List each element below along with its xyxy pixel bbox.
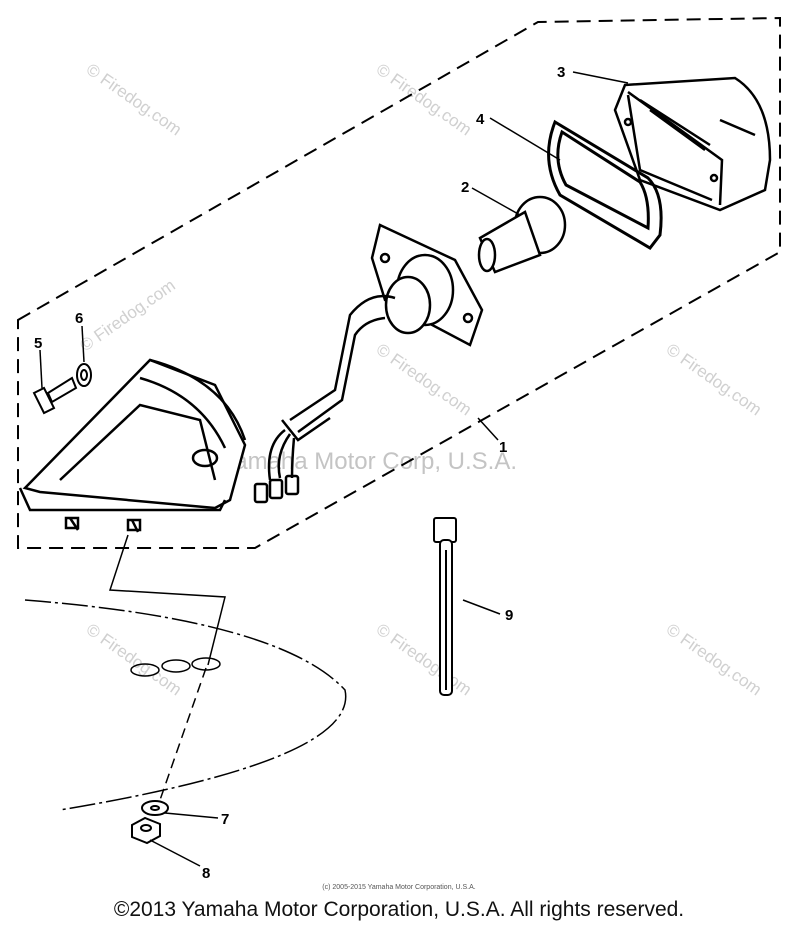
watermark: © Firedog.com [83,60,185,140]
watermark: © Firedog.com [663,340,765,420]
ghost-watermark: Yamaha Motor Corp, U.S.A. [220,448,517,475]
lens-part-3 [613,76,772,212]
footer-copyright: ©2013 Yamaha Motor Corporation, U.S.A. A… [113,898,685,921]
bolt-part-5 [32,376,78,415]
callout-9: 9 [505,607,513,624]
watermark: © Firedog.com [83,620,185,700]
bulb-part-2 [477,195,567,274]
gasket-part-4 [547,119,663,250]
fender-outline [24,599,347,811]
lock-washer-part-7 [141,800,169,816]
watermark: © Firedog.com [373,60,475,140]
housing-body [18,358,247,533]
callout-4: 4 [476,111,485,128]
watermark: © Firedog.com [663,620,765,700]
callout-3: 3 [557,64,565,81]
watermark: © Firedog.com [373,620,475,700]
leader-lines [39,71,629,867]
callout-1: 1 [499,439,507,456]
cable-tie-part-9 [433,517,457,696]
socket-assembly [253,223,484,504]
watermark: © Firedog.com [373,340,475,420]
callout-8: 8 [202,865,210,882]
callout-5: 5 [34,335,42,352]
small-print: (c) 2005-2015 Yamaha Motor Corporation, … [322,884,475,891]
washer-part-6 [76,363,92,387]
mounting-lines [108,534,226,801]
nut-part-8 [131,816,161,845]
callout-2: 2 [461,179,469,196]
watermark: © Firedog.com [76,276,178,356]
callout-7: 7 [221,811,229,828]
callout-6: 6 [75,310,83,327]
assembly-boundary [17,16,781,549]
